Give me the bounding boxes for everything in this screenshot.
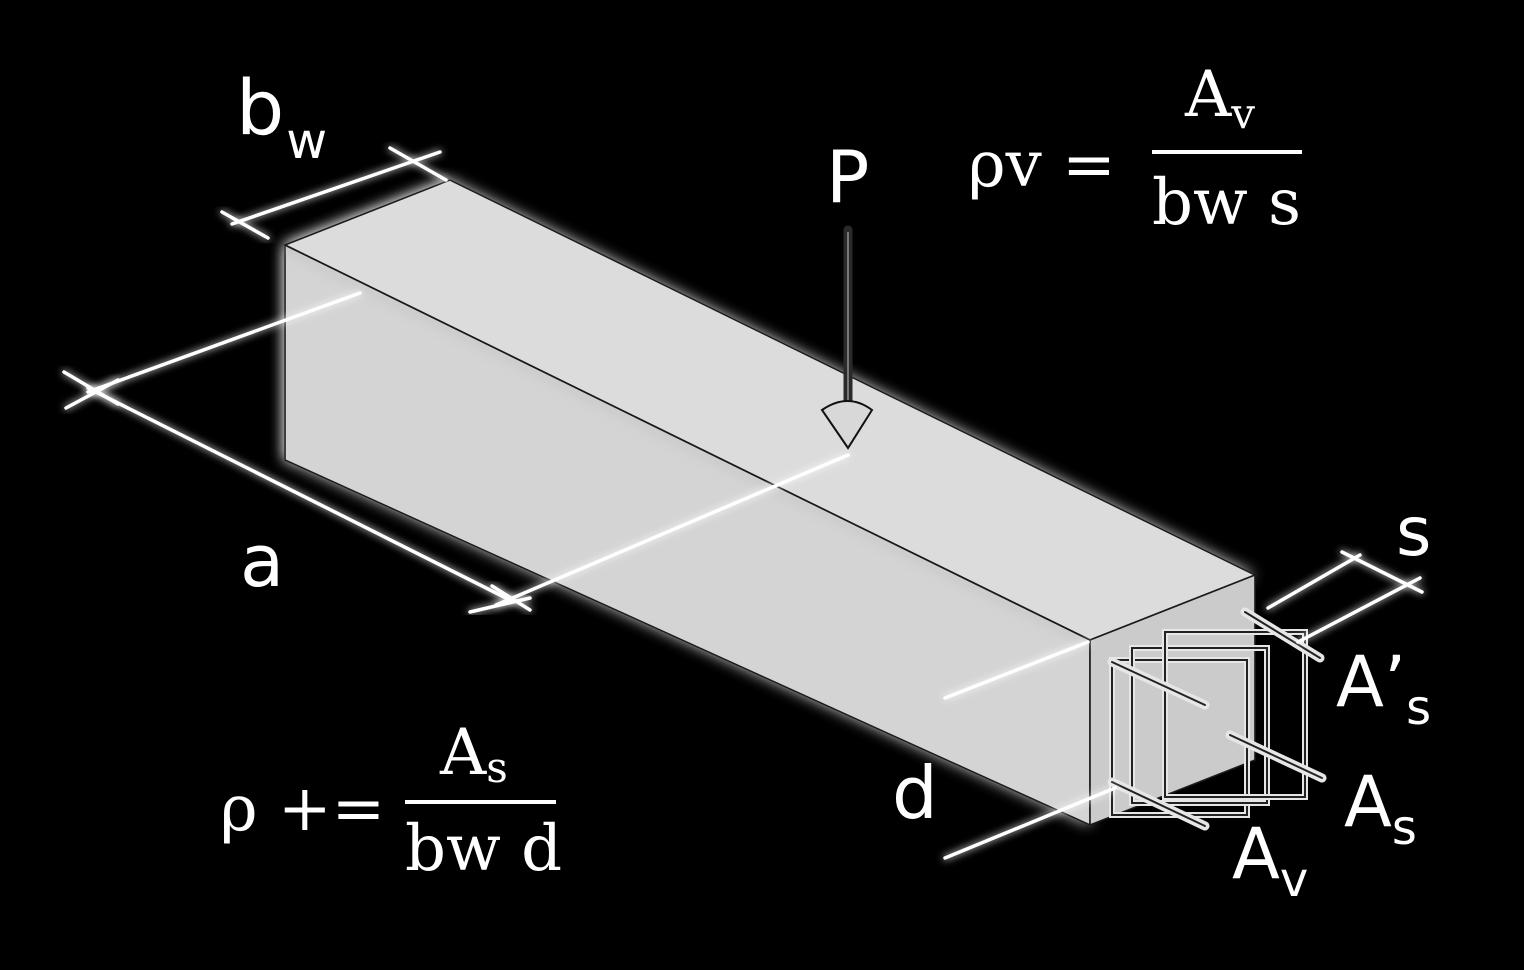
formula-flexure-ratio: ρ += As bw d <box>220 716 562 886</box>
a-dim-line <box>86 386 512 602</box>
top-bar-right-outline <box>1244 611 1321 659</box>
stirrup-2-outline <box>1131 647 1268 804</box>
d-ext-bottom <box>943 786 1117 860</box>
s-ext-2 <box>1296 576 1422 644</box>
label-Av: Av <box>1232 813 1308 908</box>
formula-shear-numerator: Av <box>1184 58 1255 138</box>
bw-tick-right <box>388 146 448 182</box>
label-As: As <box>1344 761 1417 856</box>
s-ext-1 <box>1266 553 1362 610</box>
bw-dim-line <box>230 150 442 226</box>
a-ext-load <box>494 453 850 607</box>
formula-flexure-denominator: bw d <box>405 812 562 886</box>
d-ext-top <box>943 640 1090 700</box>
dimension-lines <box>62 146 1424 878</box>
formula-shear-ratio: ρv = Av bw s <box>968 58 1302 240</box>
load-arrow-head <box>820 400 874 450</box>
a-tick-left <box>62 370 120 406</box>
label-As-prime: A’s <box>1336 641 1431 736</box>
formula-shear-lhs: ρv = <box>968 128 1116 202</box>
label-s: s <box>1396 493 1431 572</box>
formula-flexure-numerator: As <box>439 716 508 792</box>
beam-edge-line <box>284 244 1091 641</box>
longitudinal-bars <box>1107 607 1327 831</box>
top-bar-left-outline <box>1111 661 1206 706</box>
label-d: d <box>892 751 938 835</box>
labels: bw a P d s A’s As Av <box>236 63 1431 908</box>
label-P: P <box>826 135 869 219</box>
formula-flexure-lhs: ρ += <box>220 772 385 846</box>
s-dim-line <box>1340 550 1424 594</box>
rebar-cage <box>1107 607 1327 831</box>
bottom-bar-left-outline <box>1111 781 1206 827</box>
bottom-bar-right-outline <box>1229 734 1323 779</box>
load-arrow <box>820 225 874 450</box>
a-ext-support <box>86 291 362 394</box>
bw-tick-left <box>220 210 270 240</box>
formula-shear-denominator: bw s <box>1152 166 1301 240</box>
label-a: a <box>240 519 284 603</box>
label-bw: bw <box>236 63 327 170</box>
stirrup-3-outline <box>1164 631 1306 798</box>
